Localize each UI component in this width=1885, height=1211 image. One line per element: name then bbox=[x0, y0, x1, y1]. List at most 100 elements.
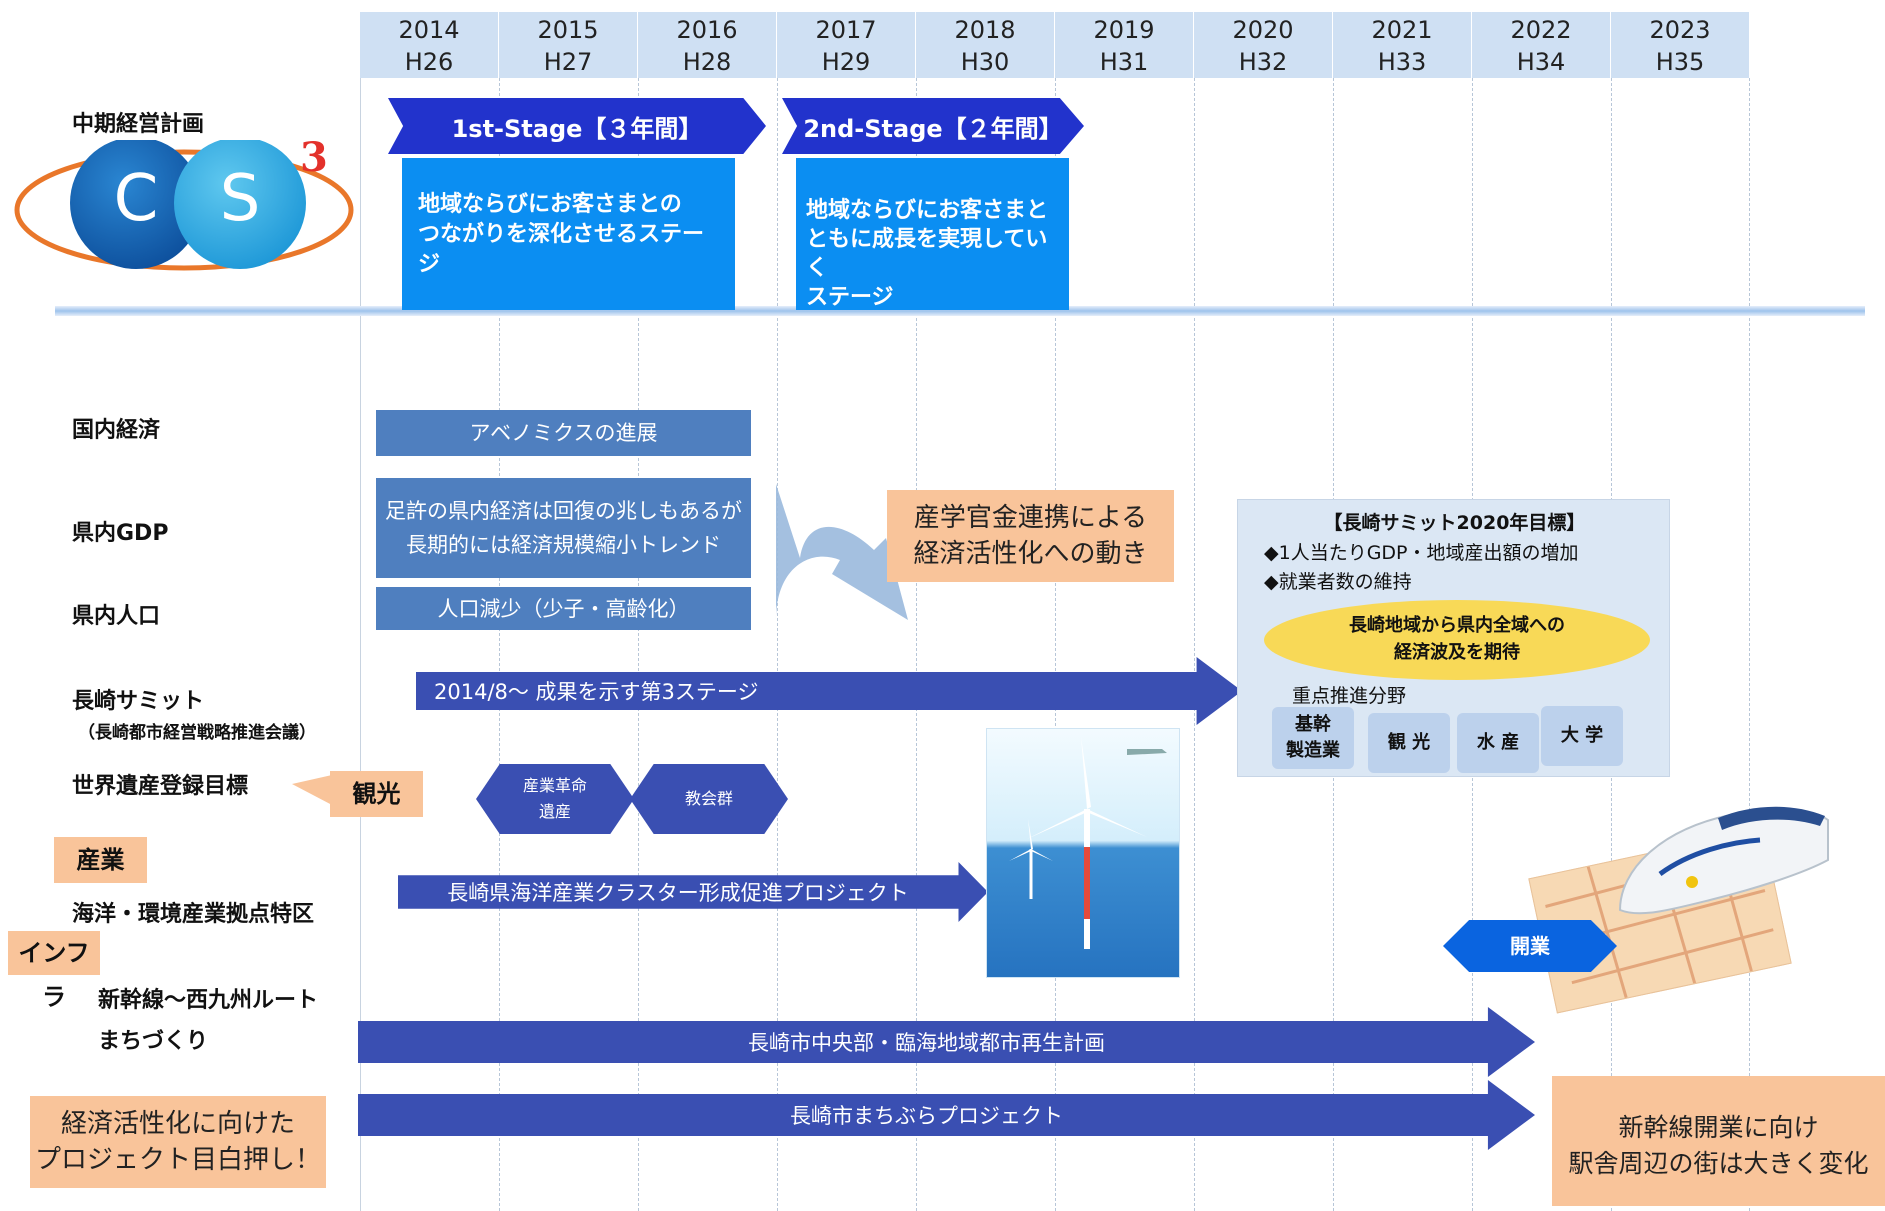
era-label: H33 bbox=[1377, 48, 1427, 76]
stage2-desc-line: ステージ bbox=[806, 285, 894, 310]
year-label: 2021 bbox=[1371, 16, 1433, 44]
stage2-desc-line: ともに成長を実現していく bbox=[806, 227, 1048, 281]
grid-line bbox=[1749, 78, 1750, 1211]
row-summit: 長崎サミット bbox=[72, 689, 205, 714]
era-label: H31 bbox=[1099, 48, 1149, 76]
stage1-description: 地域ならびにお客さまとの つながりを深化させるステージ bbox=[402, 158, 735, 310]
note-line: 産学官金連携による bbox=[913, 503, 1148, 533]
note-line: 新幹線開業に向け bbox=[1618, 1113, 1819, 1142]
wind-turbine-image bbox=[986, 728, 1180, 978]
cs3-logo: C S 3 bbox=[8, 134, 363, 280]
bar-population: 人口減少（少子・高齢化） bbox=[376, 587, 751, 630]
row-domestic-economy: 国内経済 bbox=[72, 418, 161, 443]
era-label: H35 bbox=[1655, 48, 1705, 76]
heritage-label: 教会群 bbox=[684, 789, 733, 808]
arrow-marine-label: 長崎県海洋産業クラスター形成促進プロジェクト bbox=[447, 881, 909, 905]
heritage-churches: 教会群 bbox=[630, 764, 788, 834]
note-shinkansen-change: 新幹線開業に向け 駅舎周辺の街は大きく変化 bbox=[1552, 1076, 1885, 1206]
arrow-machibura: 長崎市まちぶらプロジェクト bbox=[358, 1080, 1535, 1150]
arrow-machibura-label: 長崎市まちぶらプロジェクト bbox=[790, 1104, 1063, 1128]
plan-label: 中期経営計画 bbox=[72, 112, 205, 137]
heritage-line: 遺産 bbox=[538, 802, 571, 821]
pill-line: 製造業 bbox=[1286, 740, 1340, 761]
ripple-effect-ellipse: 長崎地域から県内全域への 経済波及を期待 bbox=[1264, 600, 1650, 680]
row-shinkansen: 新幹線～西九州ルート bbox=[98, 988, 319, 1013]
grid-line bbox=[916, 78, 917, 1211]
arrow-marine: 長崎県海洋産業クラスター形成促進プロジェクト bbox=[398, 862, 988, 922]
stage2-desc-line: 地域ならびにお客さまと bbox=[806, 198, 1049, 223]
grid-line bbox=[1055, 78, 1056, 1211]
heritage-line: 産業革命 bbox=[522, 776, 587, 795]
era-label: H26 bbox=[404, 48, 454, 76]
stage1-desc-line: つながりを深化させるステージ bbox=[418, 222, 705, 277]
stage1-label: 1st-Stage【３年間】 bbox=[451, 114, 703, 143]
stage2-description: 地域ならびにお客さまと ともに成長を実現していく ステージ bbox=[796, 158, 1069, 310]
turbine-icon bbox=[1009, 737, 1167, 949]
ellipse-line: 長崎地域から県内全域への bbox=[1349, 615, 1565, 636]
year-label: 2016 bbox=[676, 16, 738, 44]
shinkansen-train-icon bbox=[1618, 806, 1829, 915]
logo-s: S bbox=[219, 162, 261, 236]
year-label: 2019 bbox=[1093, 16, 1155, 44]
arrow-urban-renewal: 長崎市中央部・臨海地域都市再生計画 bbox=[358, 1007, 1535, 1077]
note-projects-push: 経済活性化に向けた プロジェクト目白押し！ bbox=[30, 1096, 326, 1188]
stage1-desc-line: 地域ならびにお客さまとの bbox=[418, 192, 682, 217]
note-line: 経済活性化に向けた bbox=[60, 1109, 295, 1139]
row-marine: 海洋・環境産業拠点特区 bbox=[72, 902, 315, 927]
ellipse-line: 経済波及を期待 bbox=[1394, 642, 1520, 663]
logo-ring-icon bbox=[14, 137, 354, 271]
note-line: プロジェクト目白押し！ bbox=[34, 1145, 321, 1175]
note-line: 駅舎周辺の街は大きく変化 bbox=[1568, 1149, 1869, 1178]
logo-c: C bbox=[113, 162, 159, 236]
row-heritage: 世界遺産登録目標 bbox=[72, 774, 249, 799]
grid-line bbox=[1194, 78, 1195, 1211]
focus-pill-manufacturing: 基幹 製造業 bbox=[1272, 707, 1354, 769]
year-label: 2014 bbox=[398, 16, 460, 44]
year-label: 2022 bbox=[1510, 16, 1572, 44]
arrow-urban-renewal-label: 長崎市中央部・臨海地域都市再生計画 bbox=[748, 1031, 1105, 1055]
pill-line: 基幹 bbox=[1295, 714, 1331, 735]
era-label: H29 bbox=[821, 48, 871, 76]
logo-superscript: 3 bbox=[300, 134, 328, 181]
tag-pointer bbox=[292, 775, 332, 805]
bar-abenomics: アベノミクスの進展 bbox=[376, 410, 751, 456]
focus-area-label: 重点推進分野 bbox=[1292, 685, 1407, 707]
bar-gdp-line: 足許の県内経済は回復の兆しもあるが bbox=[385, 499, 742, 523]
stage2-arrow: 2nd-Stage【２年間】 bbox=[782, 98, 1084, 154]
focus-pill-university: 大 学 bbox=[1541, 706, 1623, 766]
heritage-industrial: 産業革命 遺産 bbox=[476, 764, 634, 834]
row-summit-sub: （長崎都市経営戦略推進会議） bbox=[78, 723, 316, 743]
year-label: 2017 bbox=[815, 16, 877, 44]
bar-gdp-trend: 足許の県内経済は回復の兆しもあるが 長期的には経済規模縮小トレンド bbox=[376, 478, 751, 578]
summit-goal-item: ◆就業者数の維持 bbox=[1264, 571, 1412, 593]
row-pref-gdp: 県内GDP bbox=[72, 521, 169, 546]
focus-pill-fisheries: 水 産 bbox=[1457, 713, 1539, 773]
grid-line bbox=[360, 78, 361, 1211]
bar-gdp-line: 長期的には経済規模縮小トレンド bbox=[406, 533, 721, 557]
era-label: H27 bbox=[543, 48, 593, 76]
note-collaboration: 産学官金連携による 経済活性化への動き bbox=[887, 490, 1174, 582]
tag-infra: インフラ bbox=[8, 931, 100, 1011]
focus-pill-tourism: 観 光 bbox=[1368, 713, 1450, 773]
row-machizukuri: まちづくり bbox=[98, 1029, 209, 1054]
opening-badge: 開業 bbox=[1443, 920, 1617, 972]
tag-industry: 産業 bbox=[54, 837, 147, 883]
grid-line bbox=[499, 78, 500, 1211]
opening-label: 開業 bbox=[1510, 934, 1550, 958]
summit-panel-title: 【長崎サミット2020年目標】 bbox=[1323, 512, 1586, 534]
stage1-arrow: 1st-Stage【３年間】 bbox=[388, 98, 766, 154]
grid-line bbox=[638, 78, 639, 1211]
stage2-label: 2nd-Stage【２年間】 bbox=[803, 114, 1063, 143]
section-divider bbox=[55, 306, 1865, 316]
row-pref-population: 県内人口 bbox=[72, 604, 161, 629]
